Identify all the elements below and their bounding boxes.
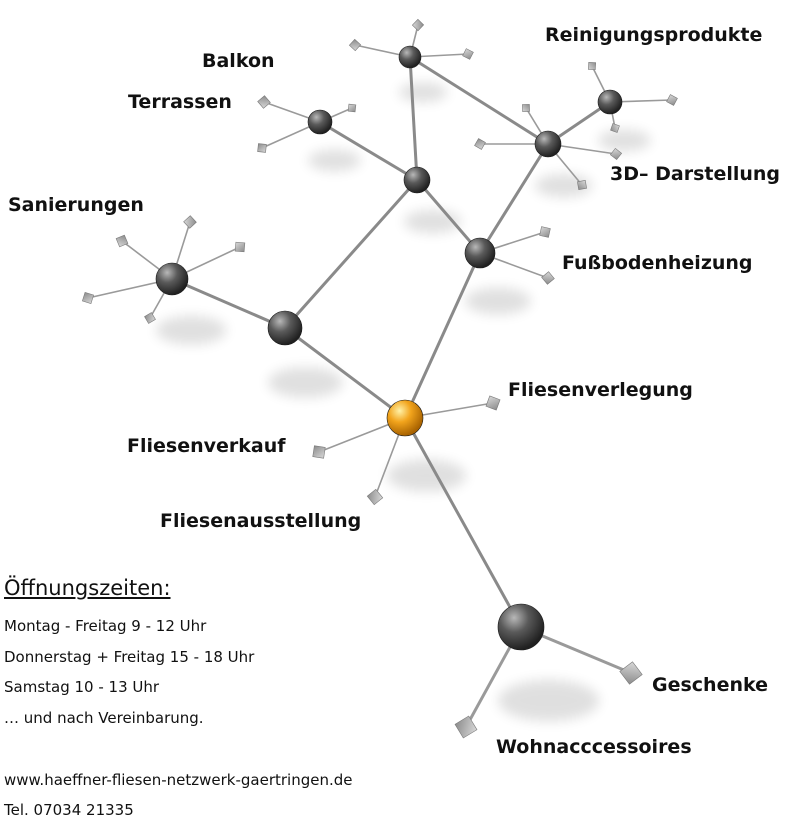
edge-line	[408, 55, 419, 182]
node-layer	[155, 45, 623, 651]
leaf-square	[587, 61, 597, 71]
label-reinigungsprodukte: Reinigungsprodukte	[545, 24, 763, 46]
leaf-square	[666, 94, 678, 106]
website-url[interactable]: www.haeffner-fliesen-netzwerk-gaertringe…	[4, 771, 353, 789]
leaf-square	[312, 445, 326, 459]
leaf-square	[411, 18, 425, 32]
leaf-square	[462, 48, 474, 60]
node-shadow	[399, 82, 448, 103]
hub-left-mid	[267, 310, 303, 346]
label-balkon: Balkon	[202, 50, 275, 72]
edge-line	[408, 55, 550, 146]
label-fliesenverkauf: Fliesenverkauf	[127, 435, 286, 457]
edge-line	[283, 178, 419, 330]
leaf-square	[474, 138, 486, 150]
leaf-square	[539, 226, 551, 238]
hub-fussbodenheizung	[464, 237, 496, 269]
leaf-square	[610, 123, 620, 133]
hub-3d-darstellung	[534, 130, 562, 158]
label-geschenke: Geschenke	[652, 674, 769, 696]
edge-line	[415, 178, 482, 255]
opening-hours-line-1: Montag - Freitag 9 - 12 Uhr	[4, 617, 207, 635]
node-shadow	[497, 679, 600, 722]
opening-hours-line-2: Donnerstag + Freitag 15 - 18 Uhr	[4, 648, 255, 666]
leaf-square	[347, 103, 357, 113]
label-terrassen: Terrassen	[128, 91, 232, 113]
label-fliesenausstellung: Fliesenausstellung	[160, 510, 362, 532]
phone-number: Tel. 07034 21335	[4, 801, 134, 819]
label-sanierungen: Sanierungen	[8, 194, 144, 216]
leaf-square	[541, 271, 555, 285]
leaf-square	[257, 143, 267, 153]
label-3d-darstellung: 3D– Darstellung	[610, 163, 781, 185]
hub-sanierungen	[155, 262, 189, 296]
leaf-square	[144, 312, 156, 324]
opening-hours-title: Öffnungszeiten:	[4, 576, 171, 600]
edge-line	[478, 142, 550, 255]
label-fussbodenheizung: Fußbodenheizung	[562, 252, 753, 274]
leaf-layer	[81, 18, 678, 739]
edge-line	[318, 120, 419, 182]
hub-top-center	[398, 45, 422, 69]
leaf-square	[454, 715, 478, 739]
leaf-square	[577, 180, 587, 190]
label-fliesenverlegung: Fliesenverlegung	[508, 379, 693, 401]
node-shadow	[387, 459, 467, 492]
edge-line	[403, 251, 482, 420]
leaf-square	[257, 95, 271, 109]
node-shadow	[156, 315, 227, 345]
hub-wohnaccessoires	[497, 603, 545, 651]
node-shadow	[465, 287, 531, 315]
node-shadow	[598, 129, 651, 152]
edge-line	[403, 416, 523, 629]
hub-center	[403, 166, 431, 194]
opening-hours-line-4: … und nach Vereinbarung.	[4, 709, 204, 727]
leaf-square	[522, 104, 530, 112]
leaf-square	[366, 488, 384, 506]
leaf-square	[609, 147, 623, 161]
node-shadow	[308, 149, 361, 172]
opening-hours-line-3: Samstag 10 - 13 Uhr	[4, 678, 160, 696]
leaf-square	[485, 395, 501, 411]
hub-fliesen-main	[386, 399, 424, 437]
shadow-layer	[156, 82, 651, 722]
hub-reinigungsprodukte	[597, 89, 623, 115]
edge-line	[170, 277, 287, 330]
leaf-square	[348, 38, 362, 52]
edge-line	[283, 326, 407, 420]
leaf-square	[81, 291, 95, 305]
hub-balkon-terrassen	[307, 109, 333, 135]
label-wohnaccessoires: Wohnacccessoires	[496, 736, 692, 758]
leaf-square	[619, 661, 643, 685]
leaf-square	[234, 241, 246, 253]
node-shadow	[268, 367, 343, 398]
leaf-square	[115, 234, 129, 248]
leaf-square	[183, 215, 197, 229]
